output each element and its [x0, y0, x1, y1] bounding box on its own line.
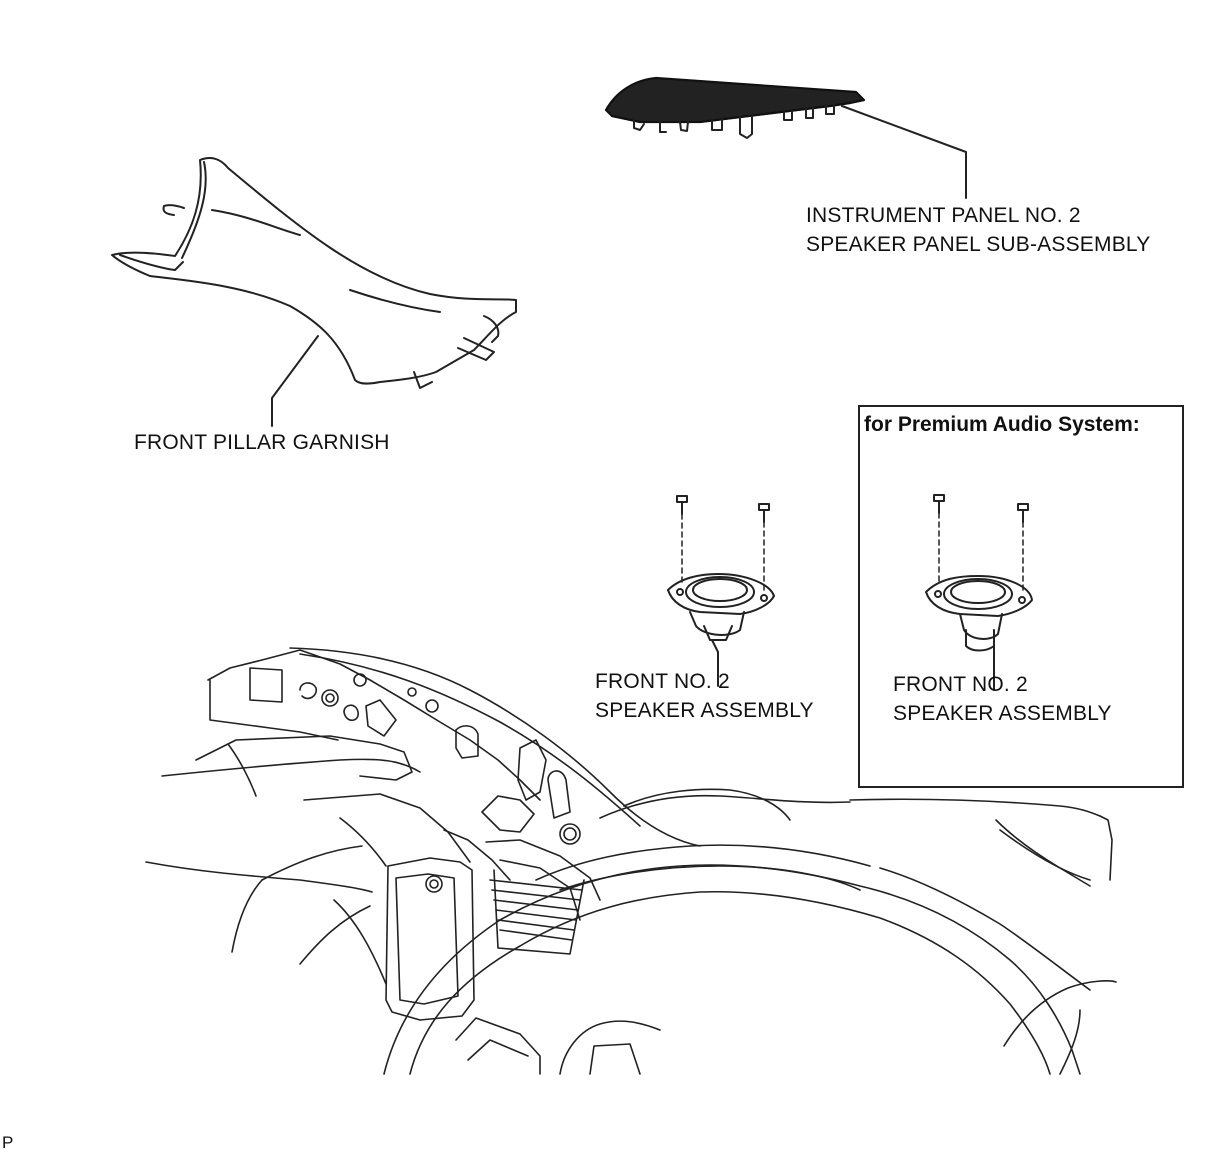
standard-speaker-illustration	[667, 495, 775, 687]
premium-speaker-illustration	[925, 494, 1033, 691]
premium-speaker-label-line2: SPEAKER ASSEMBLY	[893, 702, 1112, 725]
premium-audio-box	[858, 405, 1184, 788]
speaker-panel-label: INSTRUMENT PANEL NO. 2 SPEAKER PANEL SUB…	[806, 201, 1150, 259]
pillar-garnish-label: FRONT PILLAR GARNISH	[134, 431, 390, 454]
dashboard-illustration	[145, 647, 1117, 1075]
premium-speaker-label-line1: FRONT NO. 2	[893, 673, 1028, 696]
premium-audio-title: for Premium Audio System:	[864, 413, 1140, 436]
speaker-panel-label-line2: SPEAKER PANEL SUB-ASSEMBLY	[806, 233, 1151, 256]
standard-speaker-label-line1: FRONT NO. 2	[595, 670, 730, 693]
pillar-garnish-illustration	[111, 157, 517, 427]
standard-speaker-label-line2: SPEAKER ASSEMBLY	[595, 699, 814, 722]
standard-speaker-label: FRONT NO. 2 SPEAKER ASSEMBLY	[595, 667, 814, 725]
vent-slats	[489, 869, 585, 955]
corner-mark: P	[2, 1133, 14, 1152]
premium-speaker-label: FRONT NO. 2 SPEAKER ASSEMBLY	[893, 670, 1112, 728]
speaker-panel-illustration	[604, 76, 967, 199]
speaker-panel-label-line1: INSTRUMENT PANEL NO. 2	[806, 204, 1081, 227]
